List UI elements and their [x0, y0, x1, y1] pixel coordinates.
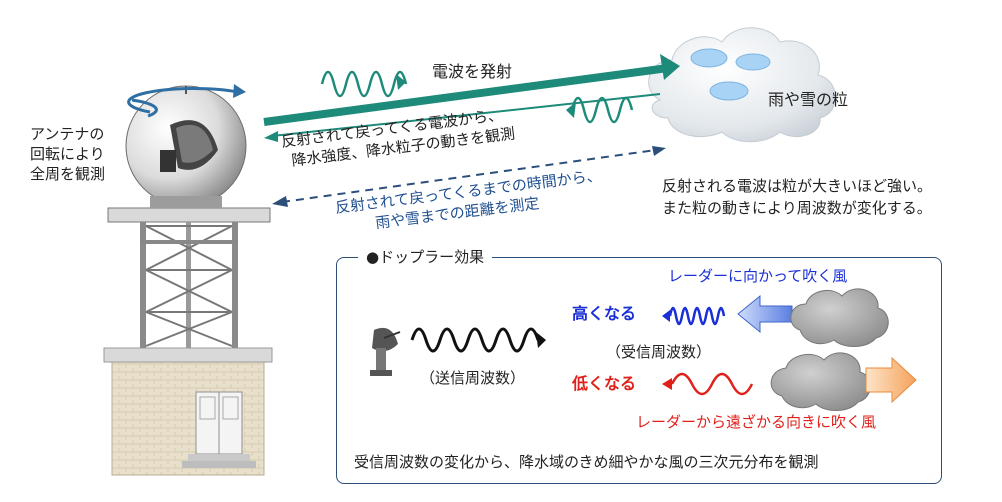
radar-dome	[125, 85, 247, 208]
wind-toward-label: レーダーに向かって吹く風	[668, 267, 848, 285]
doppler-conclusion: 受信周波数の変化から、降水域のきめ細やかな風の三次元分布を観測	[354, 453, 819, 471]
emit-wave	[320, 70, 408, 98]
wind-away-arrow	[865, 356, 917, 404]
rain-cloud	[648, 27, 836, 143]
reflection-note-line-2: また粒の動きにより周波数が変化する。	[662, 199, 932, 217]
antenna-rotation-label-1: アンテナの	[30, 125, 105, 143]
low-frequency-wave	[670, 372, 754, 396]
emit-label: 電波を発射	[432, 62, 513, 81]
lower-label: 低くなる	[572, 374, 637, 393]
receive-frequency-label: （受信周波数）	[606, 343, 712, 361]
higher-label: 高くなる	[572, 304, 637, 323]
transmit-wave	[410, 327, 540, 353]
reflected-beam	[264, 93, 661, 142]
reflection-note-line-1: 反射される電波は粒が大きいほど強い。	[662, 177, 933, 195]
radar-tower	[103, 207, 273, 476]
transmit-frequency-label: （送信周波数）	[420, 369, 526, 387]
return-wave	[570, 96, 634, 124]
rotation-arrow	[127, 84, 246, 118]
antenna-rotation-label-3: 全周を観測	[30, 165, 106, 183]
distance-arrow	[272, 146, 666, 207]
gray-cloud-toward	[790, 288, 889, 347]
emitted-beam	[263, 54, 680, 126]
doppler-title: ●ドップラー効果	[358, 247, 493, 267]
particles-label: 雨や雪の粒	[768, 90, 849, 109]
high-frequency-wave	[668, 306, 726, 326]
gray-cloud-away	[770, 352, 871, 411]
doppler-panel	[336, 257, 942, 484]
wind-away-label: レーダーから遠ざかる向きに吹く風	[636, 413, 877, 431]
small-antenna-icon	[370, 327, 401, 376]
antenna-rotation-label-2: 回転により	[30, 145, 105, 163]
